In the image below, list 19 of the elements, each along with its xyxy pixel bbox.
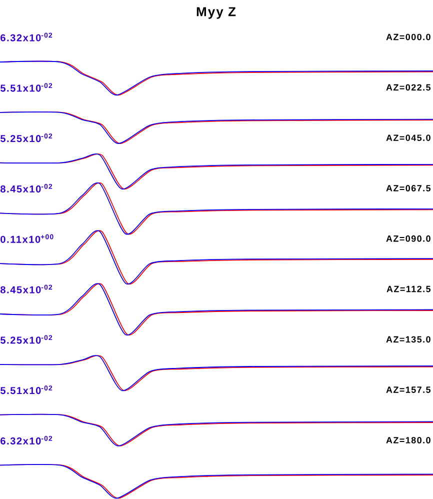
- amplitude-label: 5.51x10$^{-02}$: [0, 83, 52, 92]
- amplitude-label: 5.51x10$^{-02}$: [0, 386, 52, 394]
- amplitude-label: 5.25x10$^{-02}$: [0, 335, 52, 344]
- azimuth-label: AZ=067.5: [386, 185, 431, 192]
- plot-title: Myy Z: [196, 7, 236, 19]
- azimuth-label: AZ=157.5: [386, 386, 431, 393]
- azimuth-label: AZ=000.0: [386, 34, 430, 40]
- azimuth-label: AZ=180.0: [386, 437, 430, 444]
- amplitude-label: 8.45x10$^{-02}$: [0, 284, 52, 294]
- amplitude-label: 6.32x10$^{-02}$: [0, 436, 52, 445]
- amplitude-label: 0.11x10$^{+00}$: [0, 234, 54, 243]
- azimuth-label: AZ=045.0: [386, 134, 430, 141]
- amplitude-label: 6.32x10$^{-02}$: [0, 32, 52, 42]
- azimuth-label: AZ=135.0: [386, 336, 430, 343]
- amplitude-label: 5.25x10$^{-02}$: [0, 134, 52, 142]
- amplitude-label: 8.45x10$^{-02}$: [0, 184, 52, 192]
- azimuth-label: AZ=090.0: [386, 235, 430, 242]
- azimuth-label: AZ=022.5: [386, 84, 431, 91]
- azimuth-label: AZ=112.5: [386, 286, 431, 292]
